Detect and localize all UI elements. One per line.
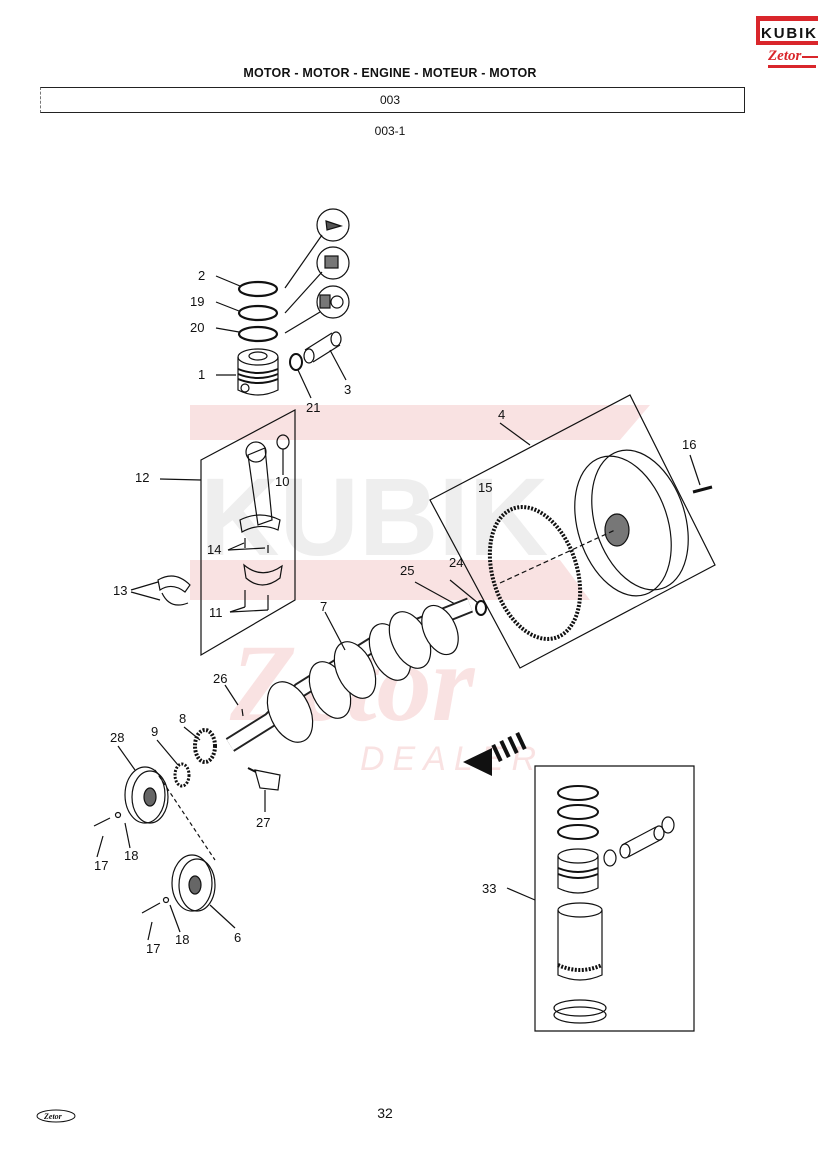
callout-13: 13 bbox=[113, 583, 128, 598]
svg-text:KUBIK: KUBIK bbox=[200, 456, 548, 579]
callout-11: 11 bbox=[209, 605, 223, 620]
connecting-rod-group bbox=[159, 409, 296, 657]
callout-18b: 18 bbox=[175, 932, 190, 947]
sensor-27 bbox=[247, 767, 281, 812]
pulley-6 bbox=[141, 854, 236, 941]
svg-text:KUBIK: KUBIK bbox=[761, 25, 816, 42]
footer-zetor-logo: Zetor bbox=[36, 1108, 76, 1124]
callout-20: 20 bbox=[190, 320, 205, 335]
callout-2: 2 bbox=[198, 268, 206, 283]
callout-1: 1 bbox=[198, 367, 206, 382]
callout-12: 12 bbox=[135, 470, 150, 485]
group-code: 003 bbox=[379, 93, 401, 107]
kubik-zetor-logo: KUBIK Zetor bbox=[756, 16, 818, 68]
direction-arrow-icon bbox=[463, 731, 527, 776]
callout-14: 14 bbox=[207, 542, 222, 557]
figure-code: 003-1 bbox=[374, 124, 406, 138]
crankshaft bbox=[224, 597, 473, 752]
flywheel-group bbox=[429, 394, 716, 669]
svg-text:Zetor: Zetor bbox=[767, 48, 801, 64]
svg-text:DEALER: DEALER bbox=[360, 740, 544, 778]
piston bbox=[216, 348, 279, 396]
crankshaft-gear bbox=[156, 726, 217, 788]
callout-21: 21 bbox=[306, 400, 321, 415]
svg-text:Zetor: Zetor bbox=[43, 1112, 63, 1121]
callout-4: 4 bbox=[498, 407, 506, 422]
callout-19: 19 bbox=[190, 294, 205, 309]
callout-28: 28 bbox=[110, 730, 125, 745]
callout-18: 18 bbox=[124, 848, 139, 863]
callout-26: 26 bbox=[213, 671, 228, 686]
piston-pin bbox=[303, 331, 347, 381]
page-title: MOTOR - MOTOR - ENGINE - MOTEUR - MOTOR bbox=[243, 66, 537, 80]
callout-9: 9 bbox=[151, 724, 159, 739]
callout-6: 6 bbox=[234, 930, 242, 945]
callout-10: 10 bbox=[275, 474, 290, 489]
callout-15: 15 bbox=[478, 480, 493, 495]
piston-kit-33 bbox=[506, 765, 695, 1032]
callout-7: 7 bbox=[320, 599, 328, 614]
piston-rings bbox=[237, 280, 279, 343]
main-bearing-shells bbox=[130, 575, 191, 606]
pulley-28 bbox=[93, 745, 169, 858]
ring-profile-details bbox=[284, 208, 350, 334]
callout-33: 33 bbox=[482, 881, 497, 896]
callout-24: 24 bbox=[449, 555, 464, 570]
callout-17: 17 bbox=[94, 858, 109, 873]
group-box bbox=[40, 87, 745, 113]
callout-3: 3 bbox=[344, 382, 352, 397]
callout-8: 8 bbox=[179, 711, 187, 726]
callout-25: 25 bbox=[400, 563, 415, 578]
callout-27: 27 bbox=[256, 815, 271, 830]
page-number: 32 bbox=[377, 1105, 393, 1121]
callout-17b: 17 bbox=[146, 941, 161, 956]
callout-16: 16 bbox=[682, 437, 697, 452]
